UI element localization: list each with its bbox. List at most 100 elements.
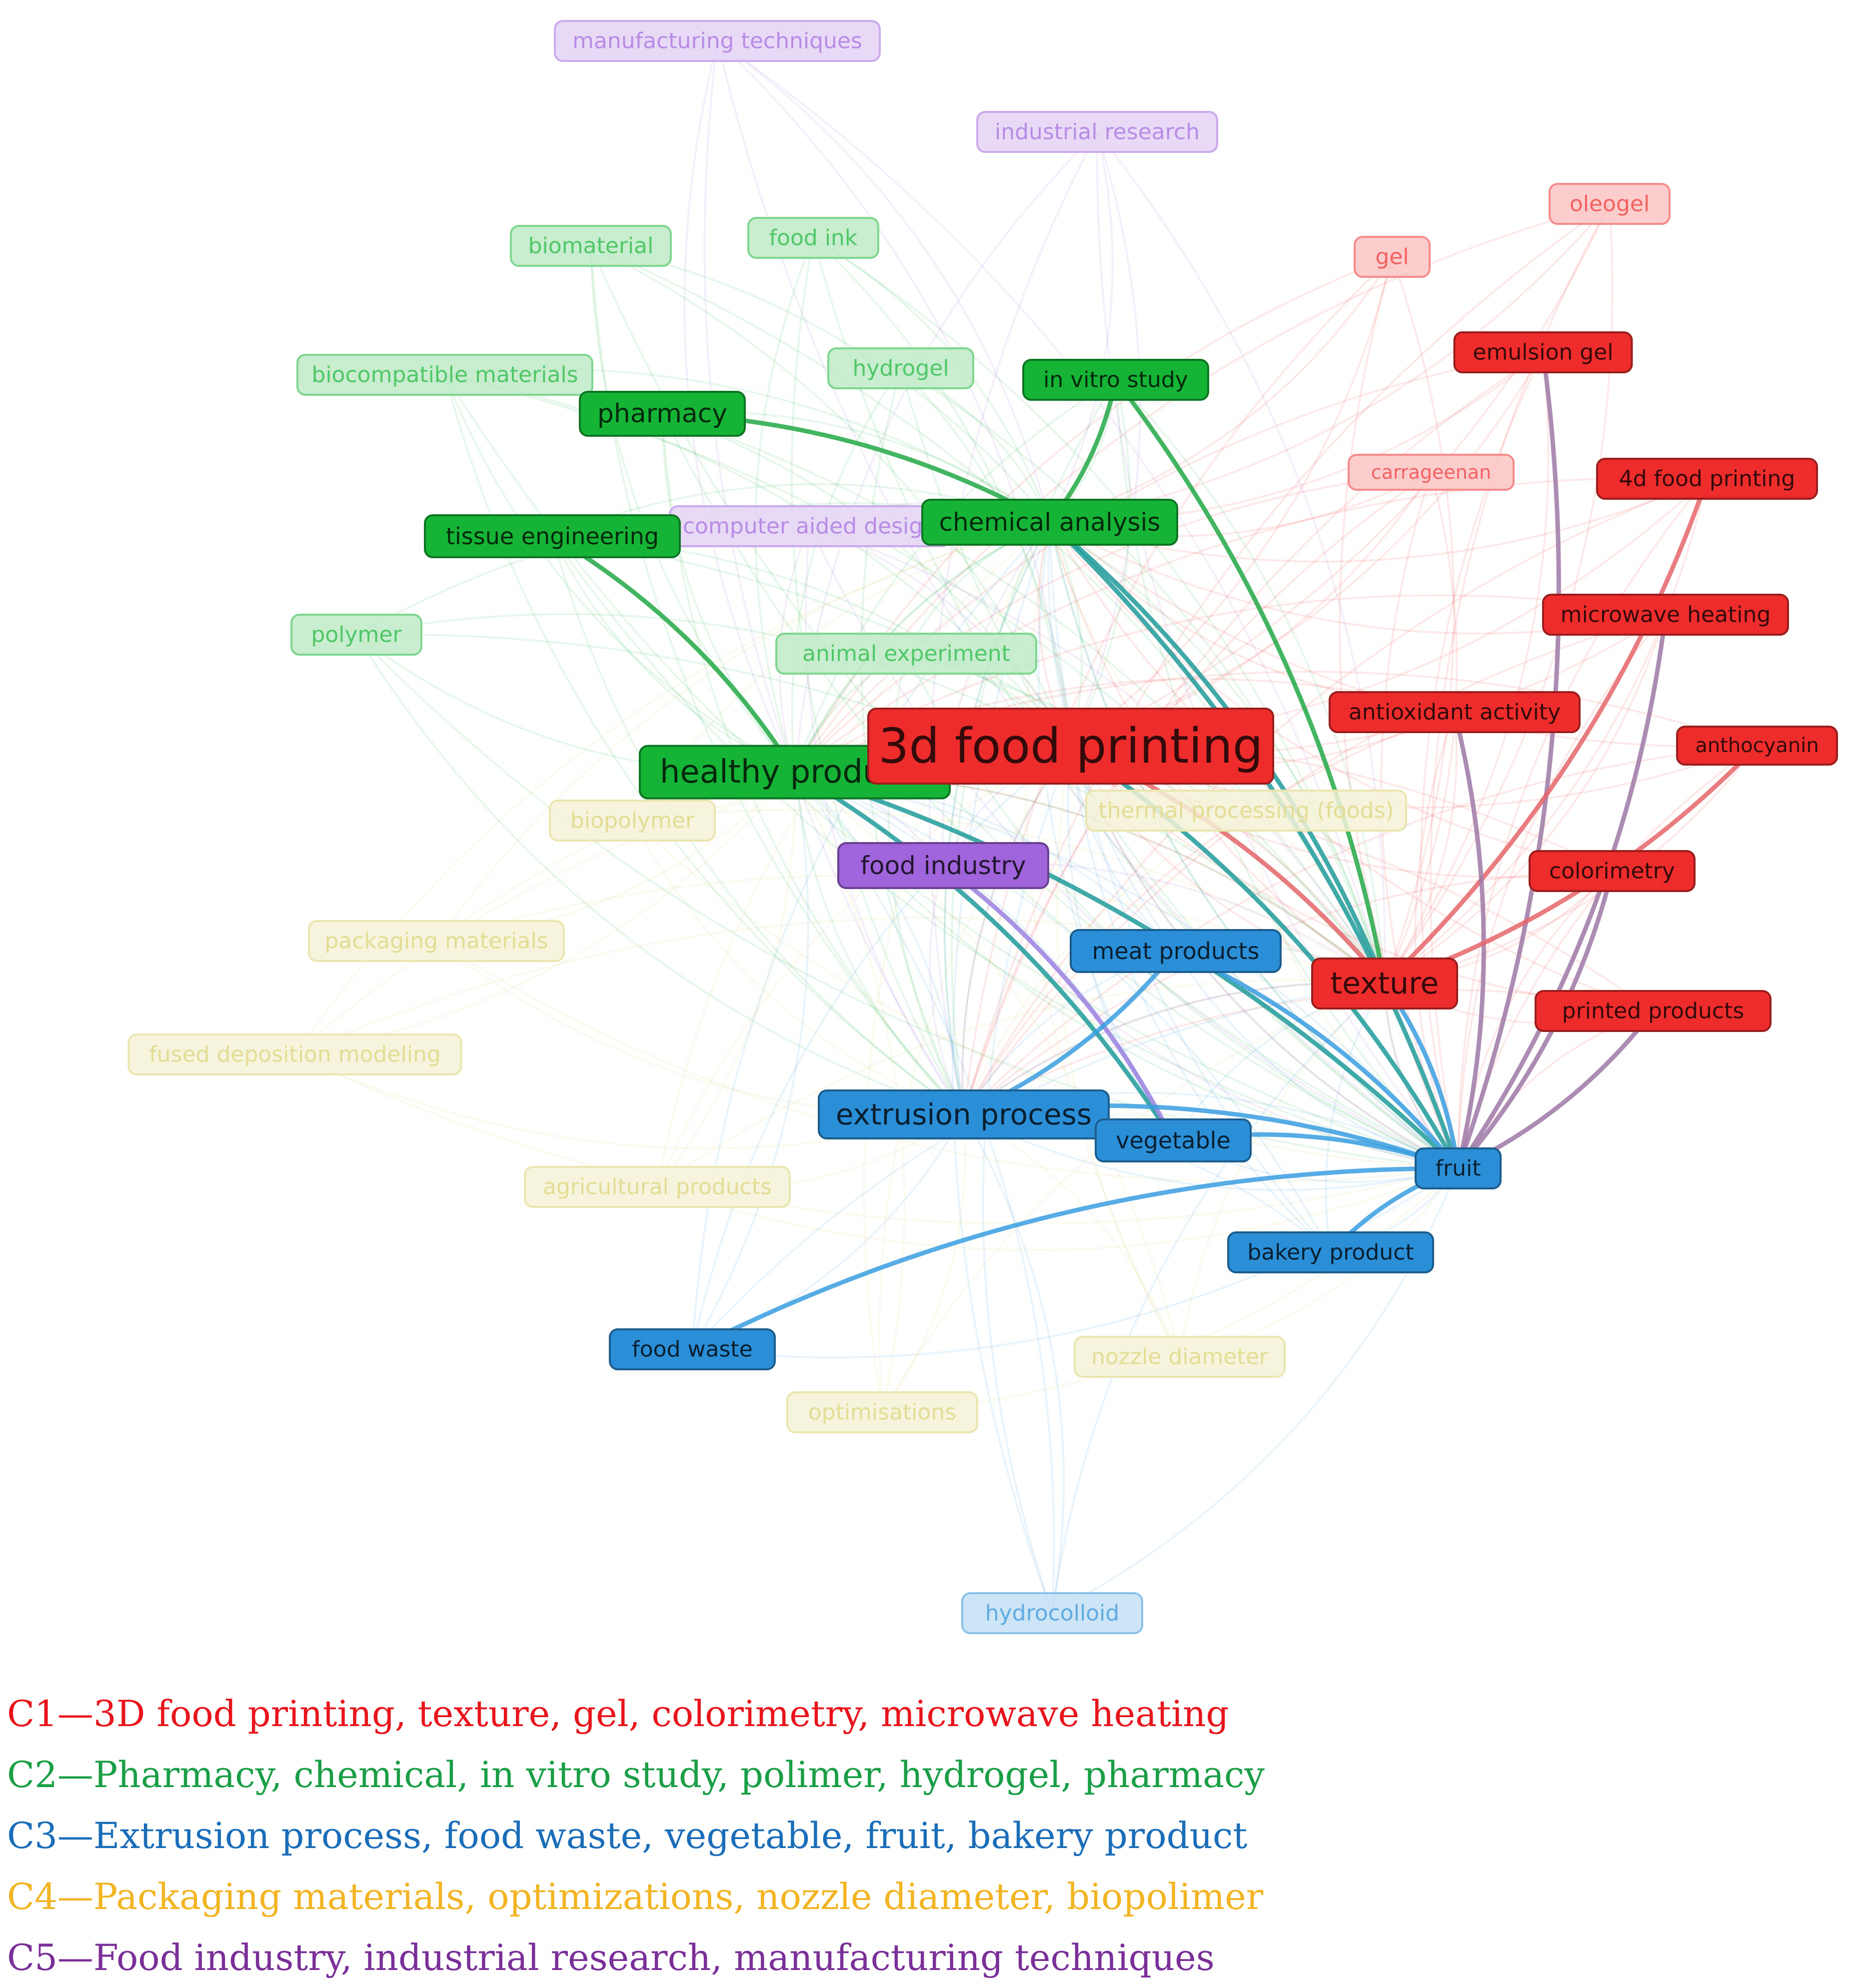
node-biomaterial[interactable]: biomaterial [510, 225, 672, 267]
background-link [929, 865, 965, 1115]
node-anthocyanin[interactable]: anthocyanin [1676, 726, 1838, 766]
node-label: optimisations [808, 1400, 957, 1425]
node-label: fruit [1436, 1156, 1481, 1181]
node-label: pharmacy [597, 399, 727, 429]
link-4d-food-printing-texture [1382, 476, 1710, 986]
node-packaging-materials[interactable]: packaging materials [308, 920, 565, 962]
background-link [961, 745, 1072, 1115]
node-fused-deposition-modeling[interactable]: fused deposition modeling [127, 1033, 462, 1075]
node-meat-products[interactable]: meat products [1070, 929, 1282, 973]
node-label: packaging materials [324, 929, 548, 954]
background-link [794, 772, 965, 1115]
background-link [944, 522, 1051, 1115]
background-link [1457, 1010, 1654, 1169]
node-label: polymer [311, 622, 402, 648]
node-computer-aided-design[interactable]: computer aided design [669, 505, 951, 547]
node-texture[interactable]: texture [1311, 958, 1458, 1009]
background-link [657, 1167, 1459, 1251]
background-link [1049, 522, 1459, 1169]
node-label: biopolymer [570, 808, 695, 834]
node-carrageenan[interactable]: carrageenan [1348, 454, 1515, 491]
node-label: fused deposition modeling [149, 1042, 441, 1067]
node-emulsion-gel[interactable]: emulsion gel [1453, 331, 1633, 373]
node-tissue-engineering[interactable]: tissue engineering [424, 514, 681, 558]
legend-c5: C5—Food industry, industrial research, m… [7, 1937, 1215, 1979]
legend-c4: C4—Packaging materials, optimizations, n… [7, 1876, 1264, 1918]
background-link [691, 772, 809, 1350]
node-manufacturing-techniques[interactable]: manufacturing techniques [554, 20, 881, 62]
background-link [1384, 614, 1667, 985]
background-link [1384, 712, 1458, 985]
node-hydrocolloid[interactable]: hydrocolloid [961, 1592, 1143, 1634]
background-link [1096, 131, 1459, 1169]
background-link [1096, 131, 1386, 984]
node-bakery-product[interactable]: bakery product [1227, 1231, 1434, 1273]
background-link [294, 1053, 1459, 1225]
node-polymer[interactable]: polymer [290, 614, 422, 656]
node-hydrogel[interactable]: hydrogel [827, 347, 974, 389]
node-label: colorimetry [1549, 859, 1675, 884]
background-link [1070, 379, 1131, 747]
node-label: hydrogel [852, 356, 949, 381]
node-food-industry[interactable]: food industry [837, 842, 1049, 889]
node-food-ink[interactable]: food ink [747, 217, 879, 259]
node-label: biomaterial [528, 233, 654, 259]
background-link [812, 237, 1072, 747]
background-link [754, 237, 814, 773]
node-nozzle-diameter[interactable]: nozzle diameter [1074, 1336, 1286, 1378]
node-fruit[interactable]: fruit [1415, 1147, 1502, 1189]
keyword-nodes: manufacturing techniques industrial resea… [127, 20, 1838, 1634]
background-link [963, 256, 1393, 1115]
link-antioxidant-activity-fruit [1452, 710, 1486, 1171]
node-animal-experiment[interactable]: animal experiment [775, 633, 1037, 675]
link-food-industry-vegetable [941, 863, 1176, 1143]
node-industrial-research[interactable]: industrial research [976, 111, 1218, 153]
background-link [1457, 745, 1758, 1169]
node-label: animal experiment [802, 641, 1010, 667]
node-label: thermal processing (foods) [1098, 798, 1394, 824]
background-link [1049, 522, 1459, 1169]
node-4d-food-printing[interactable]: 4d food printing [1596, 458, 1818, 500]
background-link [794, 771, 1459, 1169]
node-in-vitro-study[interactable]: in vitro study [1022, 359, 1209, 401]
node-colorimetry[interactable]: colorimetry [1529, 850, 1696, 892]
background-link [294, 771, 796, 1055]
node-optimisations[interactable]: optimisations [786, 1391, 978, 1433]
node-extrusion-process[interactable]: extrusion process [818, 1089, 1110, 1139]
node-microwave-heating[interactable]: microwave heating [1542, 594, 1789, 636]
background-link [444, 374, 1072, 747]
node-food-waste[interactable]: food waste [609, 1328, 776, 1370]
background-link [1384, 352, 1550, 985]
background-link [961, 745, 1072, 1115]
node-thermal-processing[interactable]: thermal processing (foods) [1085, 790, 1407, 832]
node-agricultural-products[interactable]: agricultural products [524, 1166, 791, 1208]
background-link [794, 772, 906, 1413]
node-oleogel[interactable]: oleogel [1549, 183, 1671, 225]
node-label: food ink [769, 225, 858, 251]
node-gel[interactable]: gel [1354, 236, 1431, 278]
background-link [1457, 614, 1667, 1169]
background-link [790, 237, 965, 1115]
node-biopolymer[interactable]: biopolymer [549, 800, 716, 842]
node-pharmacy[interactable]: pharmacy [579, 391, 746, 437]
node-3d-food-printing[interactable]: 3d food printing [867, 708, 1274, 785]
background-link [928, 131, 1098, 1115]
node-biocompatible-materials[interactable]: biocompatible materials [296, 354, 593, 396]
background-link [794, 471, 1432, 773]
node-label: food industry [860, 851, 1026, 880]
background-link [812, 237, 1386, 984]
node-label: extrusion process [836, 1097, 1092, 1131]
node-vegetable[interactable]: vegetable [1095, 1118, 1252, 1162]
background-link [355, 634, 1459, 1169]
node-antioxidant-activity[interactable]: antioxidant activity [1329, 691, 1581, 733]
background-link [1049, 478, 1708, 563]
node-label: antioxidant activity [1349, 700, 1561, 725]
background-link [656, 521, 1051, 1187]
background-link [661, 413, 796, 773]
background-link [590, 245, 1051, 523]
node-printed-products[interactable]: printed products [1535, 990, 1772, 1032]
node-chemical-analysis[interactable]: chemical analysis [921, 499, 1178, 546]
background-link [1070, 745, 1613, 879]
node-label: 3d food printing [878, 718, 1263, 774]
background-link [355, 634, 964, 1115]
